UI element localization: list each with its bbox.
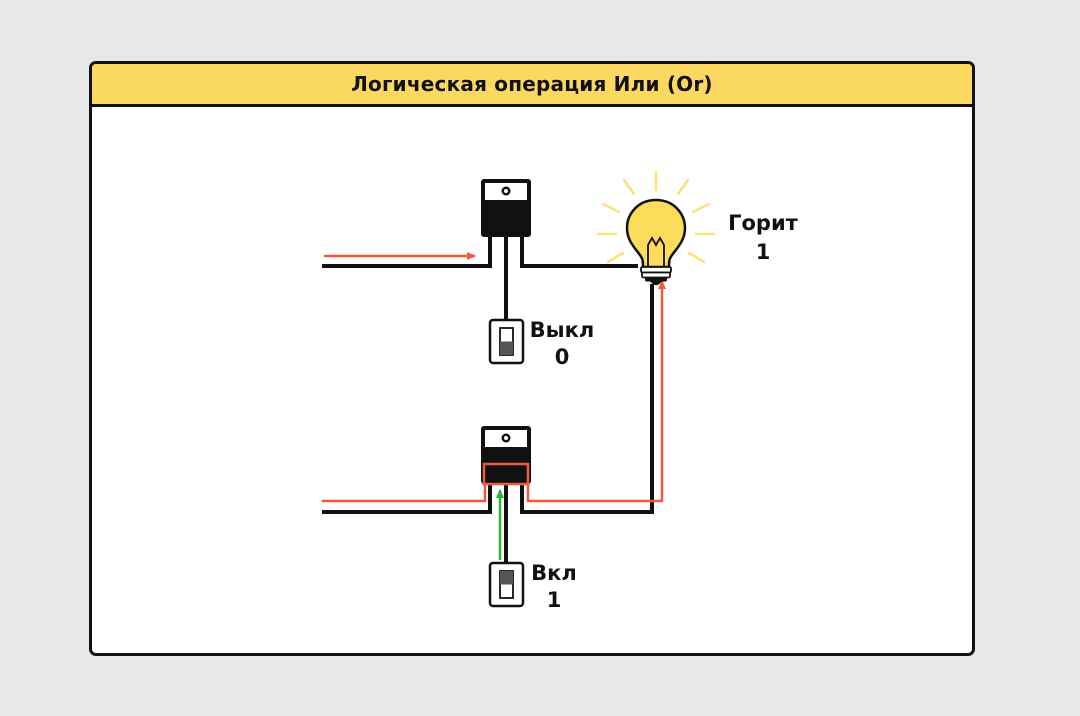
- circuit-diagram: Выкл 0 Вкл: [322, 170, 799, 612]
- toggle-switch-bottom-icon: [488, 561, 525, 608]
- switch-top-state-label: Выкл: [530, 318, 595, 342]
- switch-bottom-value: 1: [547, 588, 562, 612]
- bottom-gate-wire: [496, 482, 508, 563]
- diagram-title: Логическая операция Или (Or): [351, 72, 713, 96]
- top-input-wire: [322, 236, 492, 268]
- lamp-value: 1: [756, 240, 771, 264]
- lamp-state-label: Горит: [728, 211, 799, 235]
- toggle-switch-top-icon: [488, 318, 525, 365]
- bottom-output-wire: [520, 280, 666, 514]
- switch-bottom-state-label: Вкл: [531, 561, 577, 585]
- top-output-wire: [520, 236, 638, 268]
- transistor-bottom-icon: [481, 426, 531, 486]
- title-bar: Логическая операция Или (Or): [92, 64, 972, 107]
- bottom-input-wire: [322, 464, 492, 514]
- transistor-top-icon: [481, 179, 531, 237]
- diagram-card: Логическая операция Или (Or): [89, 61, 975, 656]
- light-bulb-icon: [596, 170, 716, 285]
- light-rays: [596, 170, 716, 264]
- switch-top-value: 0: [555, 345, 570, 369]
